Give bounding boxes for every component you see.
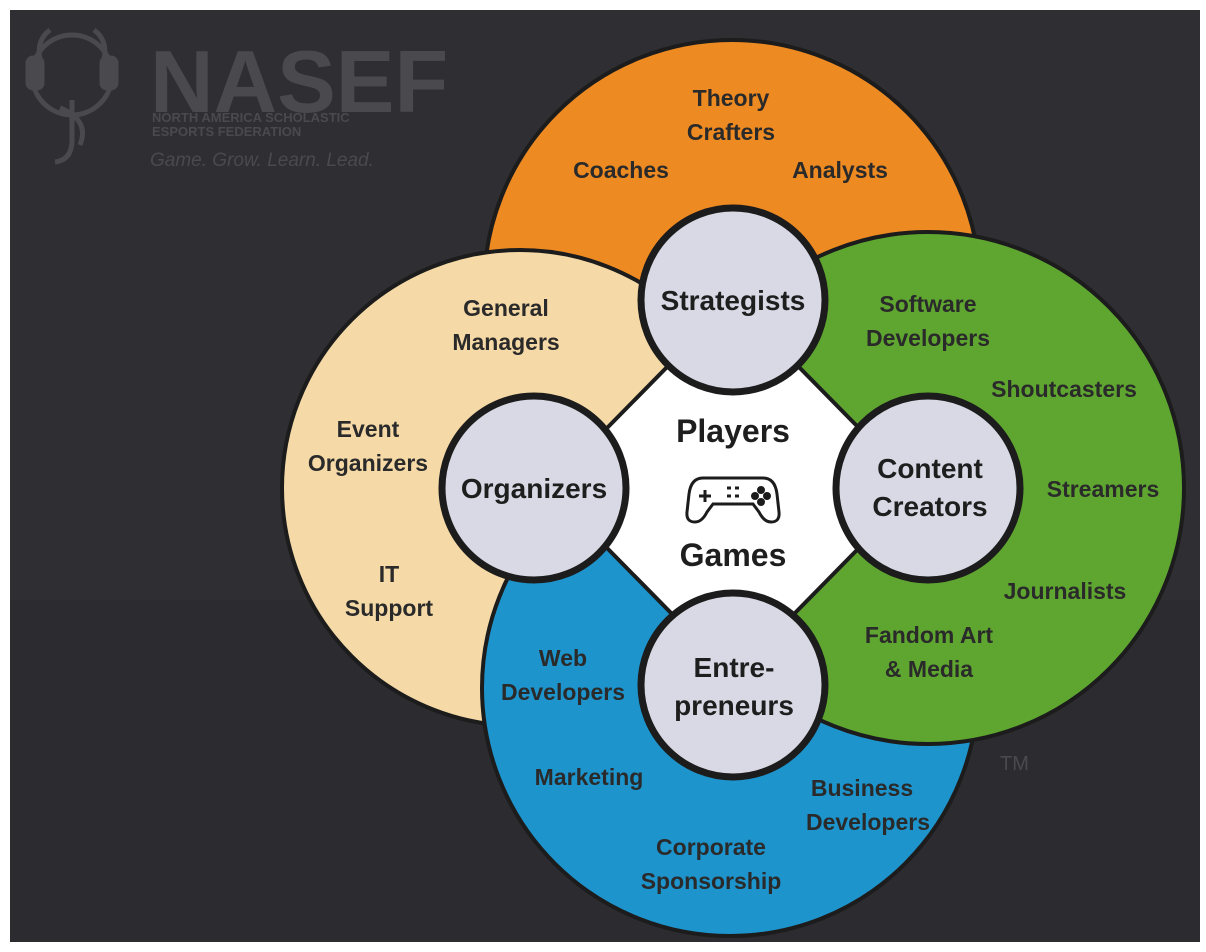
role-fandom-line1: Fandom Art — [865, 622, 994, 648]
organizers-hub — [438, 392, 630, 584]
role-business-line1: Business — [811, 775, 913, 801]
center-label-players: Players — [676, 413, 790, 449]
entrepreneurs-hub — [637, 589, 829, 781]
gamepad-icon — [685, 476, 781, 524]
hub-label-content-line2: Creators — [872, 491, 987, 522]
trademark-mark: TM — [1000, 753, 1029, 775]
role-marketing: Marketing — [535, 764, 644, 790]
hub-label-strategists: Strategists — [661, 285, 806, 316]
role-corporate-line2: Sponsorship — [641, 868, 782, 894]
role-theory-line1: Theory — [693, 85, 770, 111]
role-analysts: Analysts — [792, 157, 888, 183]
logo-subtitle-line1: NORTH AMERICA SCHOLASTIC — [152, 110, 350, 125]
strategists-hub — [637, 204, 829, 396]
role-business-line2: Developers — [806, 809, 930, 835]
nasef-logo: NASEF NORTH AMERICA SCHOLASTIC ESPORTS F… — [25, 27, 448, 171]
role-theory-line2: Crafters — [687, 119, 775, 145]
content-creators-hub — [832, 392, 1024, 584]
role-it-line1: IT — [379, 561, 399, 587]
role-streamers: Streamers — [1047, 476, 1160, 502]
role-event-line2: Organizers — [308, 450, 428, 476]
role-it-line2: Support — [345, 595, 433, 621]
logo-subtitle-line2: ESPORTS FEDERATION — [152, 124, 301, 139]
role-shoutcasters: Shoutcasters — [991, 376, 1137, 402]
role-web-line1: Web — [539, 645, 587, 671]
role-gm-line2: Managers — [452, 329, 559, 355]
role-gm-line1: General — [463, 295, 549, 321]
role-software-line2: Developers — [866, 325, 990, 351]
hub-label-entre-line2: preneurs — [674, 690, 794, 721]
center-label-games: Games — [680, 537, 787, 573]
logo-wordmark: NASEF — [150, 32, 448, 131]
role-fandom-line2: & Media — [885, 656, 973, 682]
role-event-line1: Event — [337, 416, 400, 442]
hub-label-entre-line1: Entre- — [694, 652, 775, 683]
role-software-line1: Software — [879, 291, 976, 317]
logo-tagline: Game. Grow. Learn. Lead. — [150, 150, 374, 171]
role-journalists: Journalists — [1004, 578, 1127, 604]
headset-icon — [25, 27, 119, 165]
role-corporate-line1: Corporate — [656, 834, 766, 860]
hub-label-organizers: Organizers — [461, 473, 607, 504]
role-coaches: Coaches — [573, 157, 669, 183]
role-web-line2: Developers — [501, 679, 625, 705]
hub-label-content-line1: Content — [877, 453, 983, 484]
